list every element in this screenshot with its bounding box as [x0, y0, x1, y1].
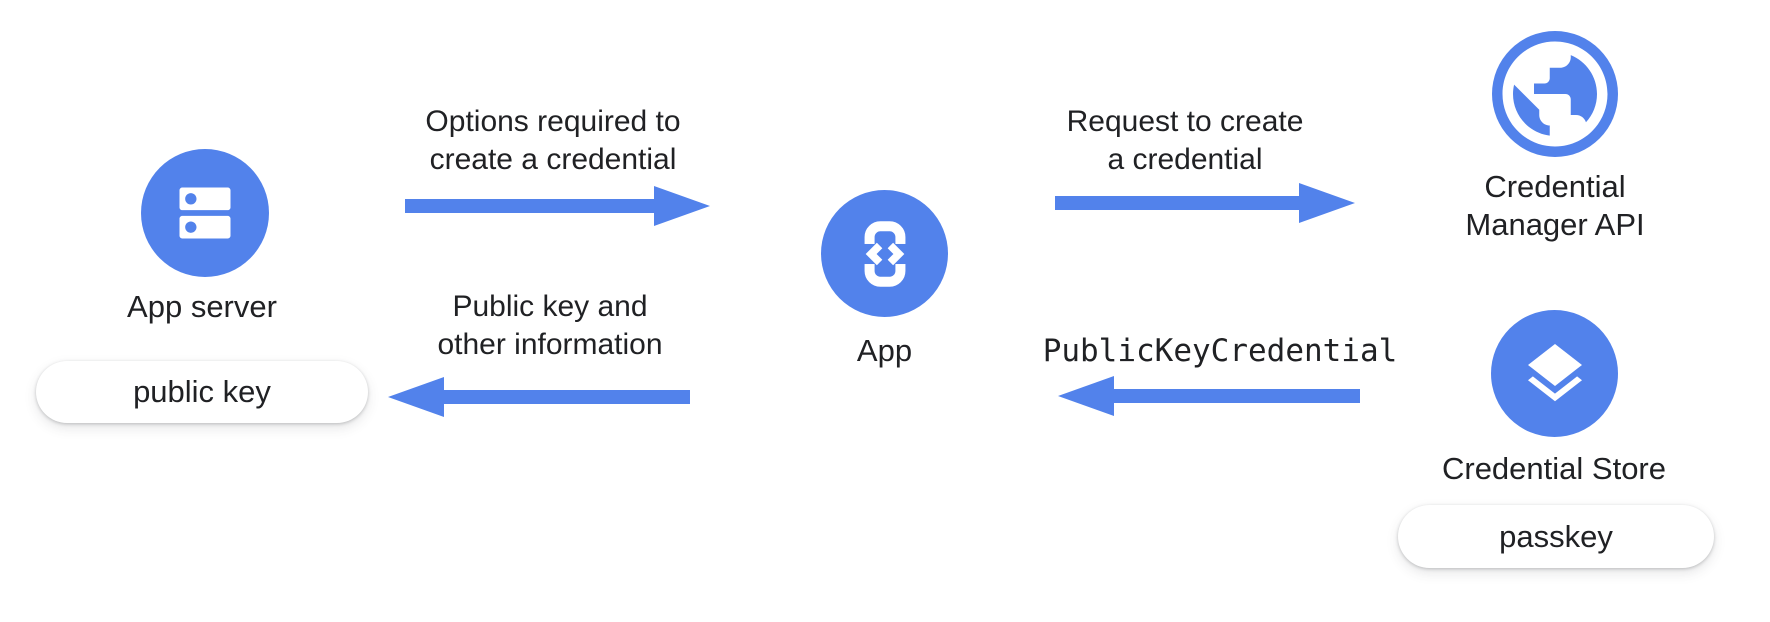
app-server-node: [141, 149, 269, 277]
app-node: [821, 190, 948, 317]
arrow-pkc-to-app: [1058, 376, 1360, 416]
credential-manager-api-label: Credential Manager API: [1465, 169, 1645, 242]
arrow-info-to-appserver: [388, 377, 690, 417]
passkey-pill-label: passkey: [1499, 518, 1613, 554]
passkey-pill: passkey: [1398, 505, 1714, 568]
public-key-pill: public key: [36, 361, 368, 423]
arrow-options-to-app: [405, 186, 710, 226]
arrow-head-left-icon: [388, 377, 444, 417]
phone-code-icon: [848, 217, 922, 291]
flow-request-label: Request to create a credential: [1066, 105, 1304, 176]
credential-store-node: [1491, 310, 1618, 437]
layers-icon: [1519, 338, 1591, 410]
arrow-head-right-icon: [654, 186, 710, 226]
flow-publickey-info-label: Public key and other information: [437, 290, 663, 361]
arrow-head-right-icon: [1299, 183, 1355, 223]
arrow-request-to-cma: [1055, 183, 1355, 223]
arrow-shaft: [1108, 389, 1360, 403]
server-icon: [171, 179, 239, 247]
arrow-shaft: [1055, 196, 1305, 210]
flow-options-label: Options required to create a credential: [425, 105, 681, 176]
arrow-head-left-icon: [1058, 376, 1114, 416]
globe-icon: [1492, 31, 1618, 157]
app-server-label: App server: [127, 289, 277, 324]
arrow-shaft: [438, 390, 690, 404]
arrow-shaft: [405, 199, 660, 213]
app-label: App: [856, 333, 913, 368]
credential-store-label: Credential Store: [1441, 451, 1666, 486]
flow-publickeycredential-label: PublicKeyCredential: [1042, 333, 1398, 369]
credential-manager-api-node: [1492, 31, 1618, 157]
public-key-pill-label: public key: [133, 374, 271, 409]
